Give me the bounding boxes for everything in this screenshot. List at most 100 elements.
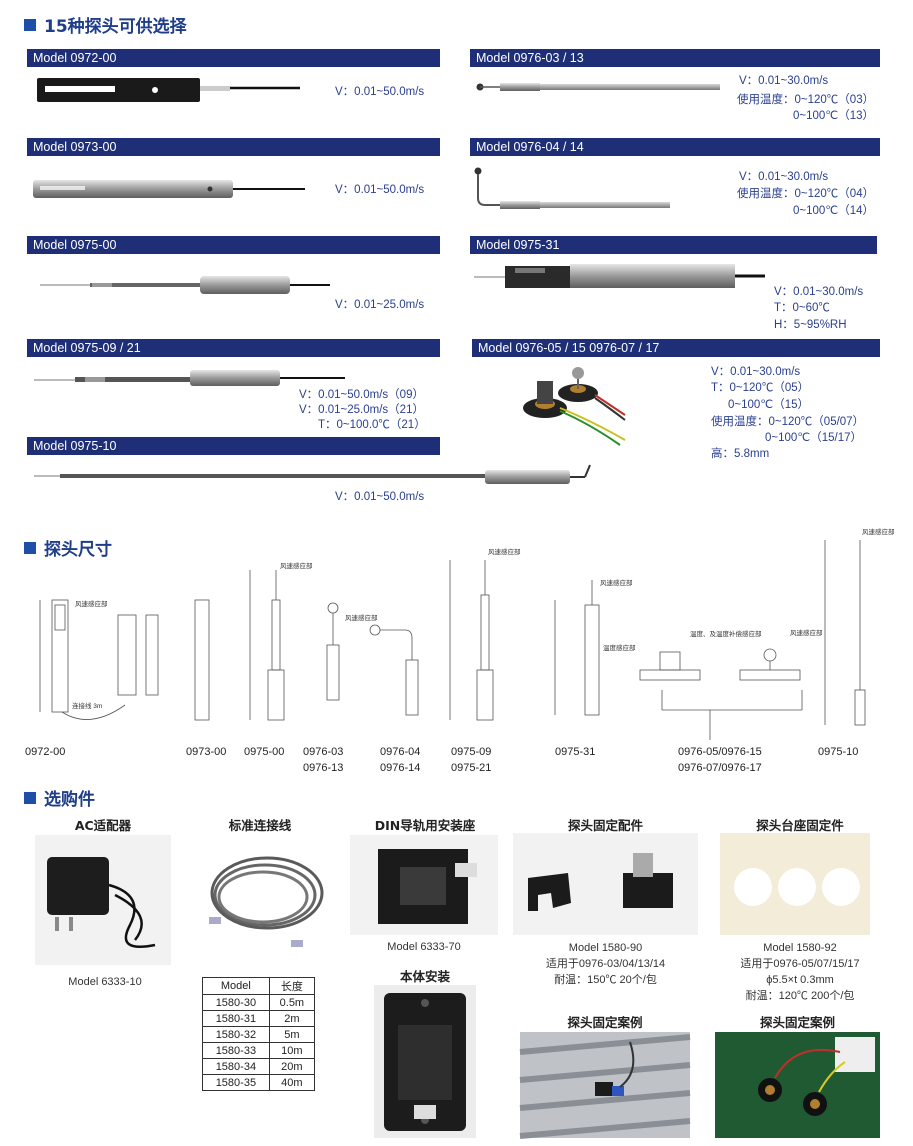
dim-text-wind-3: 风速感应部 — [488, 547, 521, 556]
dim-text-wind-5: 风速感应部 — [790, 628, 823, 637]
spec-0976-05-t1: T：0~120℃（05） — [711, 382, 810, 394]
probe-0975-00-image — [40, 276, 330, 294]
spec-0975-31-v: V：0.01~30.0m/s — [774, 286, 864, 298]
spec-0975-31-h: H：5~95%RH — [774, 319, 847, 331]
spec-0976-03-t2: 0~100℃（13） — [793, 110, 875, 122]
dim-text-wind-6: 风速感应部 — [862, 527, 895, 536]
acc-caption-probe-base-2: 适用于0976-05/07/15/17 — [740, 958, 860, 970]
body-mount-icon — [384, 993, 466, 1131]
probe-0976-04-image — [474, 167, 670, 209]
dim-text-wind-2: 风速感应部 — [280, 561, 313, 570]
acc-caption-probe-fix-2: 适用于0976-03/04/13/14 — [545, 958, 666, 970]
dim-text-wind-7: 风速感应部 — [345, 613, 378, 622]
cable-coil-icon — [209, 856, 324, 947]
ac-adapter-photo — [35, 835, 171, 965]
probe-header-0975-09: Model 0975-09 / 21 — [27, 339, 440, 357]
acc-title-case-1: 探头固定案例 — [567, 1015, 643, 1030]
din-photo — [350, 835, 498, 935]
probe-header-0975-10: Model 0975-10 — [27, 437, 440, 455]
spec-0975-09-v1: V：0.01~50.0m/s（09） — [299, 389, 424, 401]
probe-header-0972-00: Model 0972-00 — [27, 49, 440, 67]
probe-header-0976-03: Model 0976-03 / 13 — [470, 49, 880, 67]
spec-0975-31-t: T：0~60℃ — [774, 302, 830, 314]
spec-0976-05-h: 高：5.8mm — [711, 448, 770, 460]
dim-text-wind: 风速感应部 — [75, 599, 108, 608]
section-title-dimensions: 探头尺寸 — [24, 535, 112, 560]
acc-title-body-mount: 本体安装 — [399, 969, 450, 984]
probe-0975-10-image — [34, 464, 591, 484]
dim-label-0975-10: 0975-10 — [818, 746, 859, 758]
acc-caption-ac: Model 6333-10 — [68, 976, 142, 988]
cable-table-header-length: 长度 — [268, 977, 316, 995]
dim-text-wind-4: 风速感应部 — [600, 578, 633, 587]
spec-0976-04-t1: 使用温度：0~120℃（04） — [737, 188, 875, 200]
dim-label-0973: 0973-00 — [186, 746, 227, 758]
cable-photo — [195, 835, 325, 963]
probe-fix-icon — [528, 853, 673, 911]
body-mount-photo — [374, 985, 476, 1138]
din-mount-icon — [378, 849, 477, 924]
cable-table-header-model: Model — [202, 977, 270, 995]
dim-label-0975-31: 0975-31 — [555, 746, 596, 758]
probe-0975-09-image — [34, 370, 345, 386]
spec-0976-03-v: V：0.01~30.0m/s — [739, 75, 829, 87]
section-title-accessories: 选购件 — [24, 785, 95, 810]
probe-base-fix-photo — [720, 833, 870, 935]
acc-caption-probe-base-1: Model 1580-92 — [763, 942, 837, 954]
ac-adapter-icon — [47, 857, 156, 948]
spec-0976-05-t3: 使用温度：0~120℃（05/07） — [711, 416, 865, 428]
acc-caption-probe-fix-3: 耐温：150℃ 20个/包 — [554, 974, 657, 986]
case2-board-icon — [758, 1037, 875, 1116]
acc-caption-probe-base-3: ϕ5.5×t 0.3mm — [766, 974, 834, 986]
dim-label-0972: 0972-00 — [25, 746, 66, 758]
case2-photo — [715, 1032, 880, 1138]
spec-0976-04-v: V：0.01~30.0m/s — [739, 171, 829, 183]
dim-text-temp-humid: 温度、及温度补偿感应部 — [690, 629, 762, 638]
spec-0975-10-v: V：0.01~50.0m/s — [335, 491, 425, 503]
spec-0976-04-t2: 0~100℃（14） — [793, 205, 875, 217]
case1-rails-icon — [519, 1034, 691, 1139]
spec-0976-05-t2: 0~100℃（15） — [728, 399, 810, 411]
acc-title-din: DIN导轨用安装座 — [374, 818, 476, 833]
spec-0976-03-t1: 使用温度：0~120℃（03） — [737, 94, 875, 106]
probe-0976-03-image — [476, 83, 720, 91]
dim-label-0975-00: 0975-00 — [244, 746, 285, 758]
spec-0972-v: V：0.01~50.0m/s — [335, 86, 425, 98]
acc-caption-probe-base-4: 耐温：120℃ 200个/包 — [745, 990, 855, 1002]
probe-0976-05-image — [523, 367, 626, 446]
case1-photo — [519, 1032, 691, 1139]
probe-illustrations — [33, 78, 765, 484]
acc-caption-din: Model 6333-70 — [387, 941, 461, 953]
dimension-drawings: 风速感应部 风速感应部 风速感应部 风速感应部 风速感应部 风速感应部 风速感应… — [39, 527, 895, 740]
spec-0973-v: V：0.01~50.0m/s — [335, 184, 425, 196]
probe-fix-photo — [513, 833, 698, 935]
probe-header-0975-31: Model 0975-31 — [470, 236, 877, 254]
probe-header-0975-00: Model 0975-00 — [27, 236, 440, 254]
probe-0975-31-image — [474, 264, 765, 288]
spec-0975-09-v2: V：0.01~25.0m/s（21） — [299, 404, 424, 416]
square-bullet-icon — [24, 791, 36, 804]
spec-0975-00-v: V：0.01~25.0m/s — [335, 299, 425, 311]
spec-0976-05-v: V：0.01~30.0m/s — [711, 366, 801, 378]
acc-title-probe-base-fix: 探头台座固定件 — [756, 818, 844, 833]
acc-title-cable: 标准连接线 — [228, 818, 292, 833]
probe-header-0976-05: Model 0976-05 / 15 0976-07 / 17 — [472, 339, 880, 357]
probe-0973-00-image — [33, 180, 305, 198]
acc-title-probe-fix: 探头固定配件 — [567, 818, 643, 833]
probe-header-0973-00: Model 0973-00 — [27, 138, 440, 156]
spec-0975-09-t: T：0~100.0℃（21） — [318, 419, 426, 431]
adhesive-disc-icon — [734, 868, 860, 906]
spec-0976-05-t4: 0~100℃（15/17） — [765, 432, 862, 444]
dim-text-temp: 温度感应部 — [603, 643, 636, 652]
